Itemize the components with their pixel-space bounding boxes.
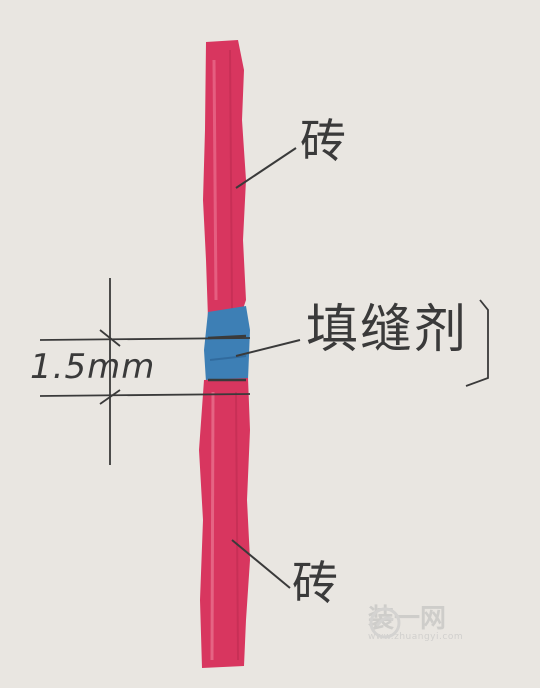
dimension-lower-line (39, 393, 251, 397)
gap-dimension-label: 1.5mm (30, 347, 156, 387)
top-brick-label: 砖 (300, 114, 346, 168)
top-brick-leader-line (235, 147, 297, 189)
grout-leader-line (235, 339, 301, 357)
gap-upper-mark (207, 334, 247, 340)
dimension-lines (39, 278, 489, 465)
top-brick-strip (203, 40, 246, 318)
watermark: 装一网 www.zhuangyi.com (368, 606, 463, 643)
bottom-brick-strip (199, 378, 250, 668)
grout-label: 填缝剂 (306, 300, 469, 360)
watermark-logo-icon (369, 607, 401, 639)
watermark-url: www.zhuangyi.com (368, 632, 464, 642)
dimension-upper-tick (99, 329, 121, 347)
bottom-brick-label: 砖 (292, 556, 338, 610)
grout-gap (204, 306, 250, 382)
dimension-lower-tick (99, 389, 121, 405)
grout-label-bracket (465, 299, 489, 387)
bottom-brick-leader-line (231, 539, 291, 589)
